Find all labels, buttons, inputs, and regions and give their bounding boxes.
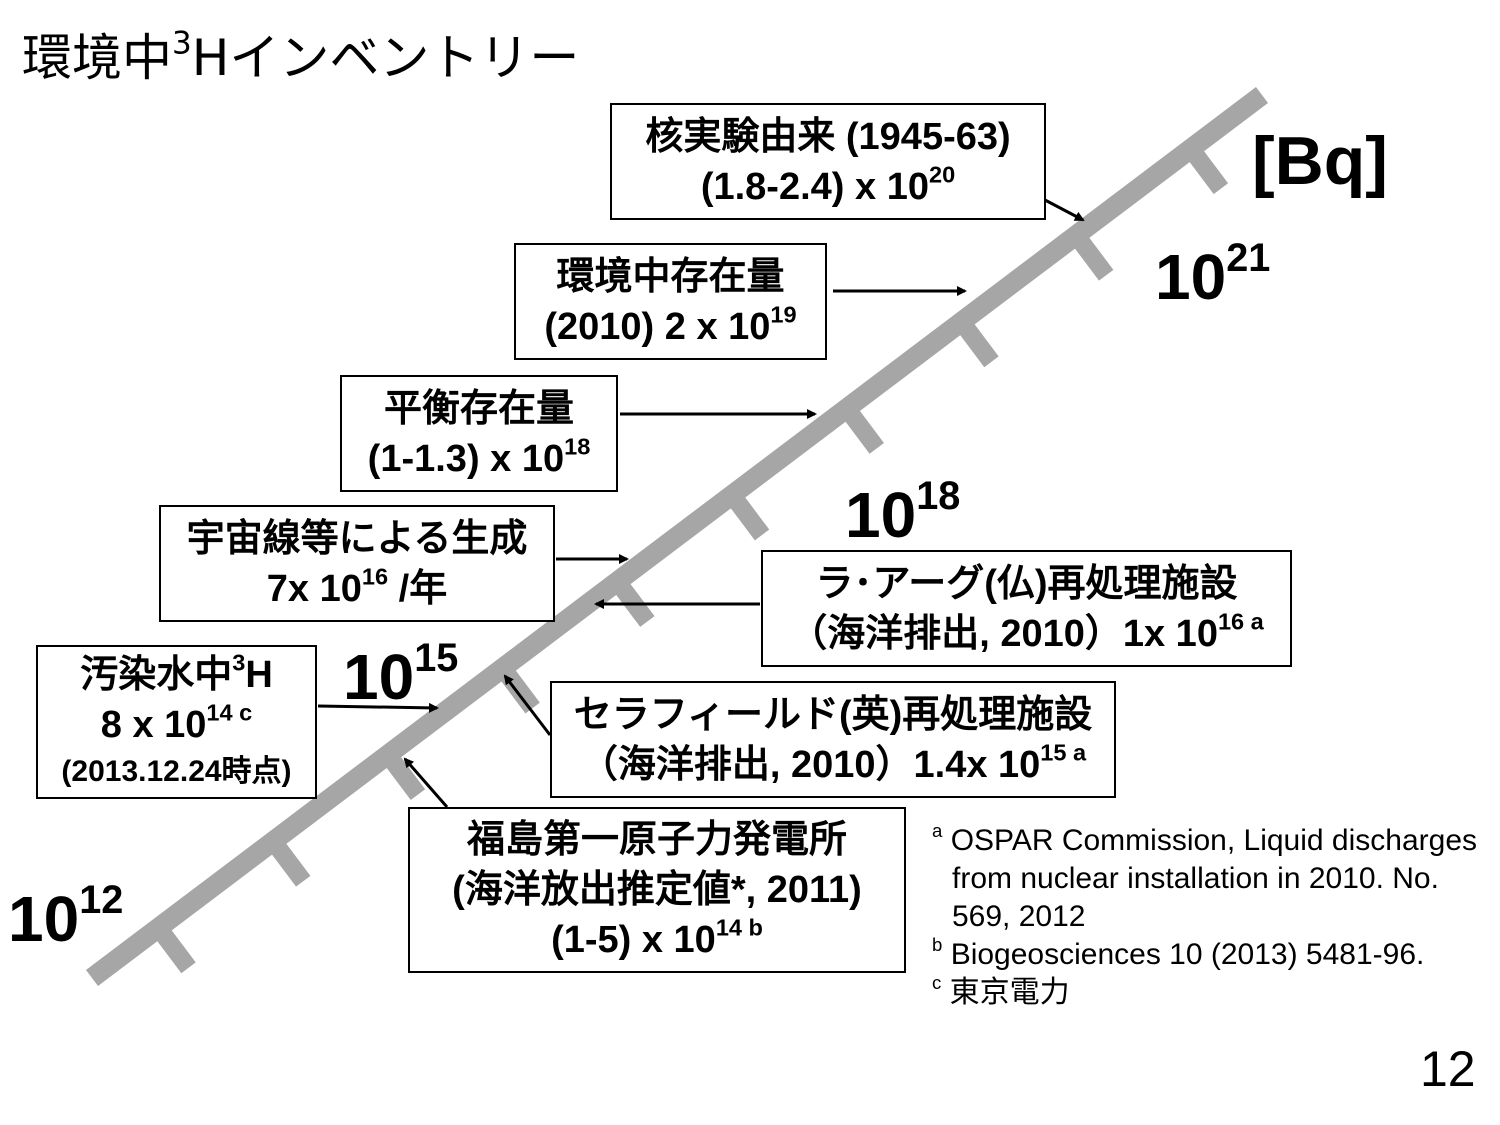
box-line: (2010) 2 x 1019 [544, 301, 797, 348]
box-line: （海洋排出, 2010）1.4x 1015 a [579, 739, 1087, 786]
box-line: 環境中存在量 [556, 255, 785, 298]
box-line: ラ･アーグ(仏)再処理施設 [815, 562, 1238, 605]
footnote-a: a OSPAR Commission, Liquid discharges [932, 819, 1478, 857]
box-line: 核実験由来 (1945-63) [645, 115, 1011, 158]
arrow-sellafield [503, 674, 552, 736]
arrow-fukushima [403, 757, 449, 808]
scale-label-1e18: 1018 [845, 474, 961, 551]
scale-label-1e12: 1012 [8, 878, 124, 955]
footnote-c: c 東京電力 [932, 971, 1070, 1009]
footnotes: a OSPAR Commission, Liquid discharges fr… [932, 819, 1478, 1012]
page-number: 12 [1420, 1041, 1476, 1097]
scale-label-1e15: 1015 [343, 636, 459, 713]
box-line: 7x 1016 /年 [266, 563, 448, 610]
box-line: 平衡存在量 [383, 387, 574, 430]
scale-label-1e21: 1021 [1155, 236, 1271, 313]
box-fukushima: 福島第一原子力発電所 (海洋放出推定値*, 2011) (1-5) x 1014… [408, 807, 906, 973]
box-line: (1-5) x 1014 b [551, 914, 763, 961]
box-cosmic: 宇宙線等による生成 7x 1016 /年 [159, 505, 555, 622]
slide-title: 環境中3Hインベントリー [22, 25, 580, 87]
box-line: 汚染水中3H [80, 649, 273, 696]
box-line: セラフィールド(英)再処理施設 [573, 693, 1093, 736]
box-nuclear-tests: 核実験由来 (1945-63) (1.8-2.4) x 1020 [610, 103, 1046, 220]
box-sellafield: セラフィールド(英)再処理施設 （海洋排出, 2010）1.4x 1015 a [550, 681, 1116, 798]
box-line: (1.8-2.4) x 1020 [700, 161, 956, 208]
box-line: 宇宙線等による生成 [186, 517, 528, 560]
arrow-contaminated-water [317, 702, 439, 713]
scale-bar [85, 87, 1269, 986]
footnote-a-line2: from nuclear installation in 2010. No. [952, 862, 1439, 895]
box-contaminated-water: 汚染水中3H 8 x 1014 c (2013.12.24時点) [36, 645, 317, 799]
box-line: 8 x 1014 c [100, 699, 253, 746]
box-line: (2013.12.24時点) [61, 755, 292, 788]
box-environment: 環境中存在量 (2010) 2 x 1019 [514, 243, 827, 360]
box-line: (海洋放出推定値*, 2011) [452, 869, 862, 911]
arrow-nuclear-tests [1044, 198, 1085, 222]
box-equilibrium: 平衡存在量 (1-1.3) x 1018 [340, 375, 618, 492]
box-la-hague: ラ･アーグ(仏)再処理施設 （海洋排出, 2010）1x 1016 a [761, 550, 1292, 667]
box-line: (1-1.3) x 1018 [367, 433, 591, 480]
box-line: （海洋排出, 2010）1x 1016 a [789, 608, 1264, 655]
footnote-b: b Biogeosciences 10 (2013) 5481-96. [932, 933, 1425, 971]
box-line: 福島第一原子力発電所 [466, 819, 847, 861]
footnote-a-line3: 569, 2012 [952, 900, 1086, 933]
unit-label: [Bq] [1252, 123, 1388, 199]
